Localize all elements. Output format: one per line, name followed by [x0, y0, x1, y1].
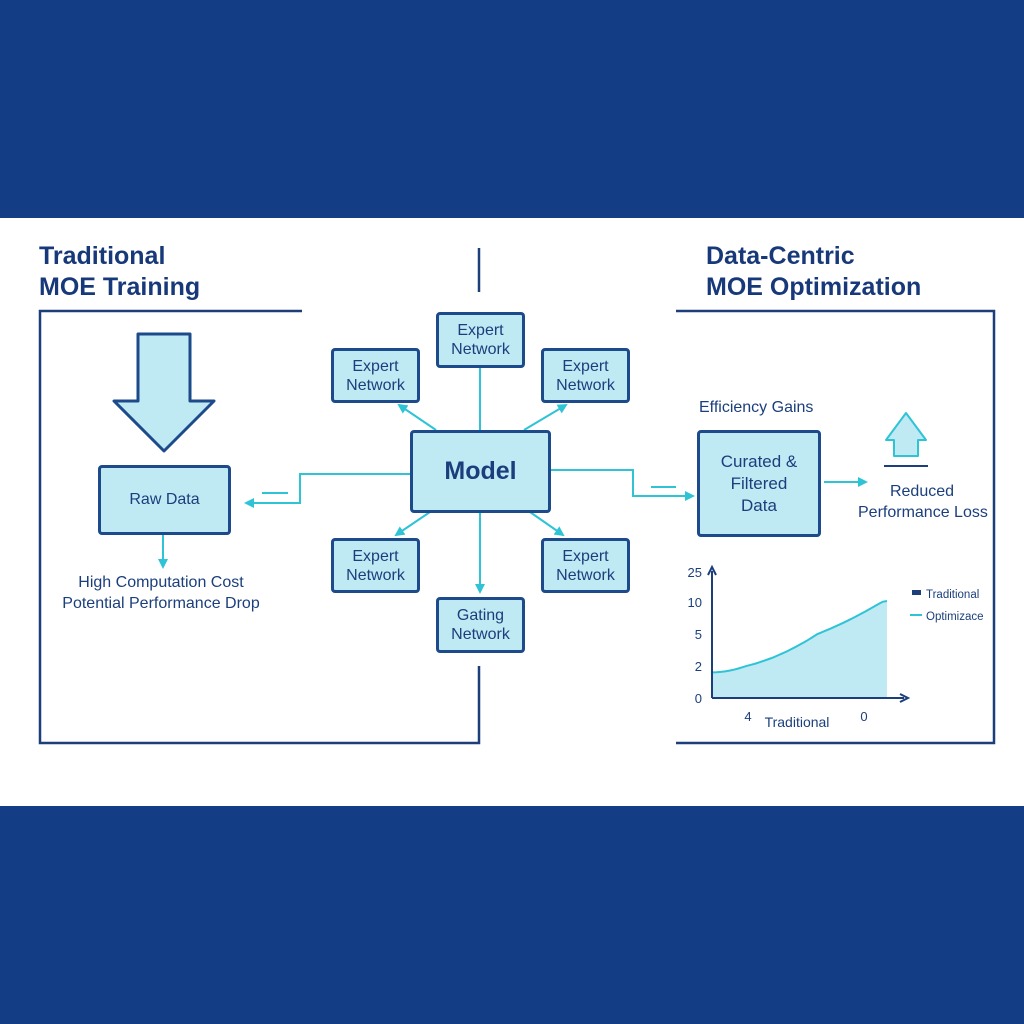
model-to-lower-right-expert-arrow	[529, 511, 565, 537]
right-frame	[676, 309, 996, 745]
model-label: Model	[444, 457, 517, 485]
right-title: Data-Centric MOE Optimization	[706, 241, 921, 303]
left-title-line2: MOE Training	[39, 273, 201, 301]
y-tick-label: 10	[688, 595, 702, 610]
up-arrow-icon	[885, 412, 927, 457]
model-to-lower-left-expert-arrow	[394, 511, 431, 537]
curated-line3: Data	[741, 495, 777, 515]
expert-lr-line2: Network	[556, 566, 615, 584]
y-tick-label: 5	[695, 627, 702, 642]
expert-ll-line1: Expert	[352, 547, 399, 565]
model-to-upper-right-expert-arrow	[523, 403, 568, 431]
y-tick-label: 2	[695, 659, 702, 674]
legend-swatch-traditional	[912, 590, 921, 595]
series-line	[711, 600, 888, 674]
x-tick-label: 0	[860, 709, 867, 724]
gating-line2: Network	[451, 626, 510, 643]
left-note-line1: High Computation Cost	[78, 574, 244, 591]
expert-ur-line1: Expert	[562, 357, 609, 375]
model-to-rawdata-arrow	[244, 473, 410, 508]
left-title: Traditional MOE Training	[39, 241, 200, 303]
x-axis-label: Traditional	[765, 714, 830, 730]
efficiency-gains-label: Efficiency Gains	[699, 399, 814, 416]
reduced-loss-label: Reduced Performance Loss	[858, 481, 988, 523]
legend-label-traditional: Traditional	[926, 589, 979, 601]
expert-ul-line1: Expert	[352, 357, 399, 375]
raw-data-label: Raw Data	[129, 491, 200, 508]
expert-ll-line2: Network	[346, 566, 405, 584]
curated-line2: Filtered	[730, 473, 788, 493]
right-title-line1: Data-Centric	[706, 242, 855, 270]
expert-top-line2: Network	[451, 341, 510, 358]
left-frame	[38, 309, 481, 745]
left-note: High Computation Cost Potential Performa…	[0, 572, 322, 614]
legend-label-optimized: Optimiᴢace	[926, 611, 984, 623]
reduced-line2: Performance Loss	[858, 504, 988, 521]
y-tick-label: 0	[695, 691, 702, 706]
right-title-line2: MOE Optimization	[706, 273, 922, 301]
x-axis-arrowhead	[899, 693, 911, 703]
model-to-curated-arrow	[551, 469, 695, 501]
left-note-line2: Potential Performance Drop	[62, 595, 260, 612]
curated-line1: Curated &	[720, 451, 798, 471]
model-to-upper-left-expert-arrow	[397, 403, 437, 431]
big-down-arrow	[112, 332, 216, 453]
y-tick-label: 25	[688, 565, 702, 580]
x-tick-label: 4	[744, 709, 751, 724]
gating-line1: Gating	[456, 607, 505, 624]
reduced-line1: Reduced	[889, 483, 955, 500]
left-title-line1: Traditional	[39, 242, 166, 270]
y-axis-arrowhead	[707, 564, 717, 576]
expert-ul-line2: Network	[346, 376, 405, 394]
model-box: Model	[410, 430, 551, 513]
expert-top-line1: Expert	[457, 322, 504, 339]
curated-data-box: Curated & Filtered Data	[697, 430, 821, 537]
expert-lr-line1: Expert	[562, 547, 609, 565]
expert-ur-line2: Network	[556, 376, 615, 394]
raw-data-box: Raw Data	[98, 465, 231, 535]
series-area	[712, 601, 887, 698]
